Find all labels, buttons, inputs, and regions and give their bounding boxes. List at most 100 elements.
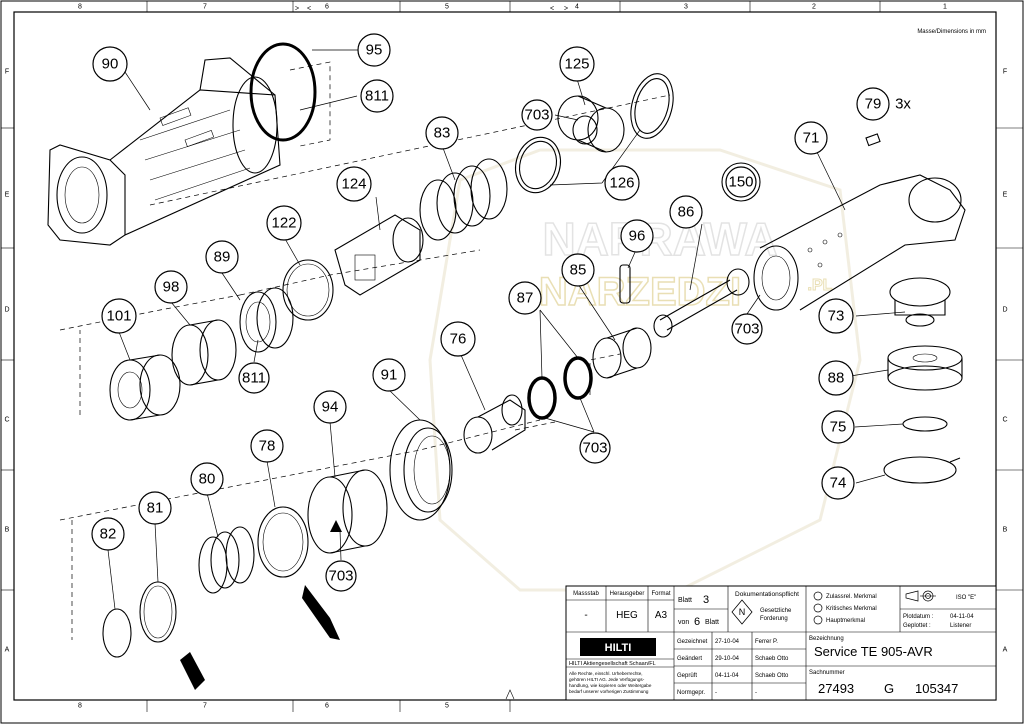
- legal-1: Alle Rechte, einschl. Urheberrechte,: [569, 671, 643, 676]
- blatt2-label: Blatt: [705, 619, 719, 626]
- svg-text:87: 87: [517, 290, 534, 307]
- part-73-gear: [889, 277, 951, 327]
- callout-94: 94: [313, 390, 347, 424]
- plotdatum-label: Plotdatum :: [903, 614, 934, 620]
- part-124-piston-guide: [334, 214, 424, 296]
- svg-text:101: 101: [106, 308, 131, 325]
- svg-text:5: 5: [445, 703, 449, 710]
- gezeichnet-date: 27-10-04: [715, 639, 740, 645]
- geplottet-value: Listener: [950, 623, 971, 629]
- callout-81: 81: [138, 491, 172, 525]
- svg-text:E: E: [1003, 192, 1008, 199]
- merkmal-3: Hauptmerkmal: [826, 618, 865, 624]
- callout-74: 74: [821, 466, 855, 500]
- part-79-quantity: 3x: [895, 96, 911, 113]
- company-name: HILTI Aktiengesellschaft Schaan/FL: [569, 661, 656, 667]
- svg-text:>: >: [295, 6, 299, 13]
- col-label-6: 6: [325, 4, 329, 11]
- dimensions-note: Masse/Dimensions in mm: [917, 29, 986, 35]
- callout-122: 122: [266, 205, 302, 241]
- svg-text:98: 98: [163, 279, 180, 296]
- sachnummer-label: Sachnummer: [809, 670, 845, 676]
- gezeichnet-name: Ferrer P.: [755, 639, 778, 645]
- callout-98: 98: [154, 270, 188, 304]
- part-71-cylinder: [753, 174, 966, 311]
- svg-text:811: 811: [365, 88, 389, 105]
- svg-text:150: 150: [728, 174, 753, 191]
- geprueft-name: Schaeb Otto: [755, 673, 789, 679]
- svg-text:125: 125: [564, 56, 589, 73]
- svg-text:703: 703: [524, 107, 549, 124]
- geprueft-label: Geprüft: [677, 673, 697, 679]
- zone-columns-top: 8 7 6 5 4 3 2 1 >< <>: [78, 1, 947, 13]
- svg-text:88: 88: [828, 370, 845, 387]
- col-label-5: 5: [445, 4, 449, 11]
- col-label-7: 7: [203, 4, 207, 11]
- dokpflicht-label: Dokumentationspflicht: [735, 591, 799, 598]
- sachnummer-a: 27493: [818, 681, 854, 696]
- callout-96: 96: [620, 219, 654, 253]
- geplottet-label: Geplottet :: [903, 623, 931, 629]
- normgepr-date: -: [715, 690, 717, 696]
- callout-78: 78: [250, 429, 284, 463]
- svg-text:703: 703: [734, 321, 759, 338]
- svg-text:<: <: [307, 6, 311, 13]
- svg-text:C: C: [1002, 417, 1007, 424]
- svg-text:80: 80: [199, 471, 216, 488]
- svg-text:76: 76: [450, 331, 467, 348]
- callout-85: 85: [561, 253, 595, 287]
- col-label-3: 3: [684, 4, 688, 11]
- callout-89: 89: [205, 240, 239, 274]
- dok-text2: Forderung: [760, 616, 788, 622]
- svg-text:C: C: [4, 417, 9, 424]
- callout-82: 82: [91, 517, 125, 551]
- part-88-bearing: [887, 345, 963, 391]
- callout-80: 80: [190, 462, 224, 496]
- svg-text:A: A: [1003, 647, 1008, 654]
- callout-703-mid: 703: [579, 432, 611, 464]
- callout-90: 90: [92, 46, 128, 82]
- massstab-label: Massstab: [573, 591, 599, 597]
- callout-124: 124: [336, 166, 372, 202]
- col-label-4: 4: [575, 4, 579, 11]
- bezeichnung-label: Bezeichnung: [809, 636, 844, 642]
- part-83-spring: [419, 158, 508, 241]
- part-150-label: [721, 162, 761, 202]
- plotdatum-value: 04-11-04: [950, 614, 974, 620]
- svg-text:86: 86: [678, 204, 695, 221]
- von-label: von: [678, 619, 689, 626]
- dok-text1: Gesetzliche: [760, 608, 792, 614]
- geaendert-label: Geändert: [677, 656, 702, 662]
- callout-150: 150: [725, 166, 757, 198]
- svg-text:8: 8: [78, 703, 82, 710]
- sachnummer-c: 105347: [915, 681, 958, 696]
- merkmal-1: Zulassrel. Merkmal: [826, 594, 877, 600]
- part-94-sleeve: [307, 469, 388, 554]
- svg-text:703: 703: [582, 440, 607, 457]
- format-value: A3: [655, 610, 668, 621]
- callout-703-top: 703: [521, 99, 553, 131]
- title-block: Massstab - Herausgeber HEG Format A3 Bla…: [565, 585, 997, 701]
- watermark-suffix: .PL: [808, 277, 833, 294]
- part-76-striker: [463, 394, 526, 454]
- callout-125: 125: [559, 46, 595, 82]
- dok-symbol: N: [739, 607, 746, 617]
- bezeichnung-value: Service TE 905-AVR: [814, 644, 933, 659]
- gezeichnet-label: Gezeichnet: [677, 639, 708, 645]
- callout-88: 88: [818, 360, 854, 396]
- part-95-o-ring: [249, 42, 317, 142]
- part-80-spring-seat: [198, 526, 255, 594]
- drawing-border: [13, 11, 997, 701]
- sachnummer-b: G: [884, 681, 894, 696]
- part-126-rings: [514, 73, 674, 194]
- svg-text:B: B: [5, 527, 10, 534]
- svg-text:74: 74: [830, 475, 847, 492]
- geprueft-date: 04-11-04: [715, 673, 739, 679]
- svg-text:B: B: [1003, 527, 1008, 534]
- svg-text:85: 85: [570, 262, 587, 279]
- zone-columns-bottom: 8 7 6 5: [78, 689, 515, 712]
- iso-projection-icon: [905, 590, 936, 602]
- callout-75: 75: [821, 410, 855, 444]
- svg-text:78: 78: [259, 438, 276, 455]
- callout-811-left: 811: [238, 362, 270, 394]
